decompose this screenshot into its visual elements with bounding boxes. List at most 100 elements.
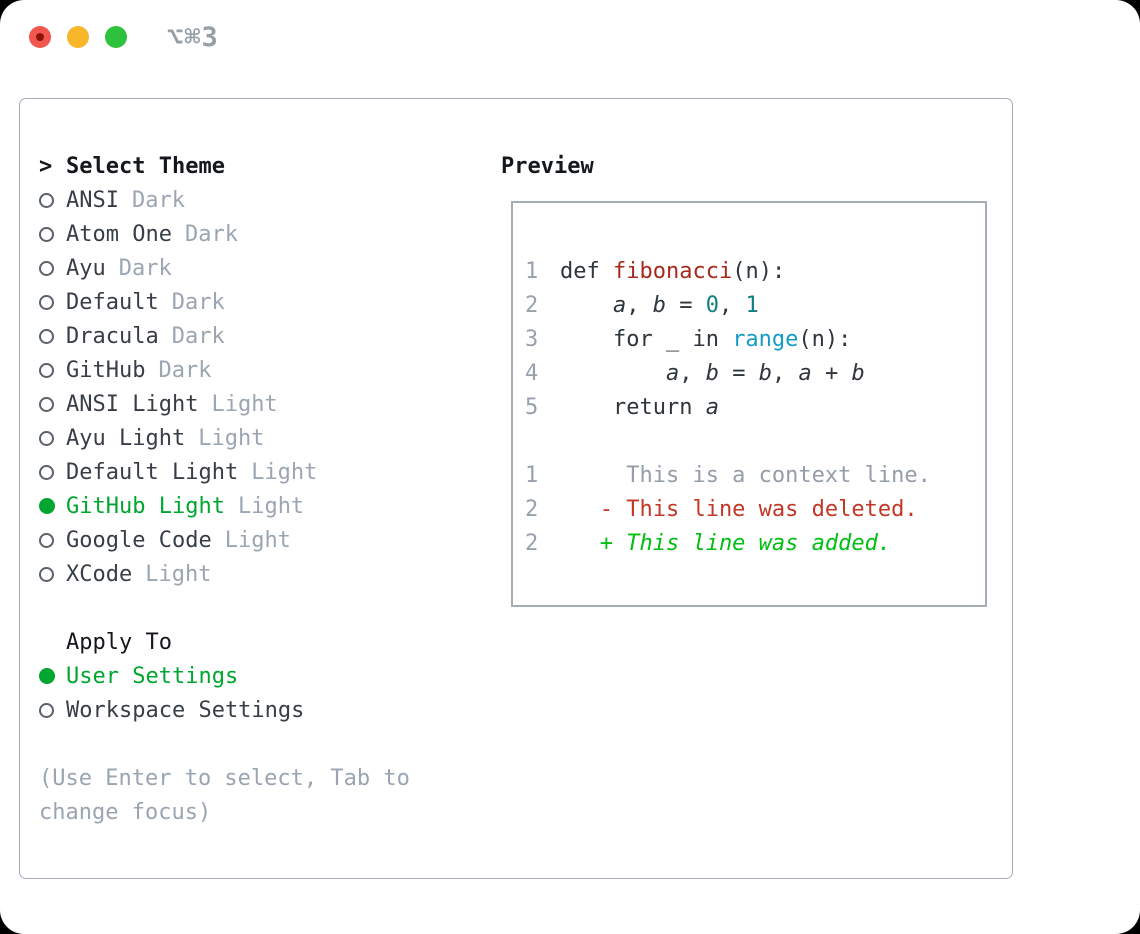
code-segment-var: a [612,292,627,318]
code-segment-plain [560,361,666,386]
radio-icon [39,396,54,412]
zoom-button[interactable] [105,26,127,48]
theme-name: GitHub [66,357,146,383]
radio-icon [39,260,54,276]
code-segment-plain: , [718,292,746,318]
radio-icon [39,192,54,208]
code-segment-num: 0 [705,292,719,318]
theme-variant: Light [145,561,212,587]
code-segment-ctx: This is a context line. [560,462,931,488]
preview-code-line: 3 for _ in range(n): [525,322,985,356]
code-segment-fn: fibonacci [612,258,733,284]
code-segment-call: range [732,326,799,352]
theme-option[interactable]: Default Light Light [39,455,489,489]
theme-picker-panel: > Select Theme ANSI Dark Atom One Dark A… [19,98,1013,879]
close-button[interactable] [29,26,51,48]
code-segment-var: b [758,360,772,386]
preview-code-line: 4 a, b = b, a + b [525,356,985,390]
preview-box: 1 def fibonacci(n): 2 a, b = 0, 1 3 for … [511,201,987,607]
code-segment-plain: (n): [732,258,786,284]
theme-name: Atom One [66,221,172,247]
theme-option[interactable]: Atom One Dark [39,217,489,251]
preview-code-line: 5 return a [525,390,985,424]
theme-option[interactable]: GitHub Light Light [39,489,489,523]
unsaved-dot-icon [36,33,44,41]
theme-variant: Dark [158,357,212,383]
preview-code-line: 2 a, b = 0, 1 [525,288,985,322]
theme-name: ANSI [66,187,119,213]
apply-to-title: Apply To [66,629,172,655]
theme-name: Dracula [66,323,159,349]
radio-icon [39,294,54,310]
code-segment-var: b [652,292,666,318]
spacer [39,727,489,761]
code-text: a, b = 0, 1 [560,293,759,318]
theme-option[interactable]: ANSI Light Light [39,387,489,421]
theme-option[interactable]: XCode Light [39,557,489,591]
radio-icon [39,702,54,718]
apply-to-option[interactable]: User Settings [39,659,489,693]
theme-name: Default [66,289,159,315]
radio-icon [39,532,54,548]
theme-name: Google Code [66,527,212,553]
theme-option[interactable]: Default Dark [39,285,489,319]
code-text: - This line was deleted. [560,497,918,522]
apply-to-label: User Settings [66,663,239,689]
line-number: 3 [525,326,539,352]
preview-code-line: 1 def fibonacci(n): [525,254,985,288]
line-number: 2 [525,530,539,556]
code-segment-del: - This line was deleted. [560,496,918,522]
line-number: 2 [525,292,539,318]
code-segment-var: a [665,360,680,386]
theme-name: Default Light [66,459,239,485]
code-segment-var: b [851,360,865,386]
theme-selector-header-row: > Select Theme [39,149,489,183]
code-segment-plain: for _ in [560,326,733,352]
apply-to-header-row: Apply To [39,625,489,659]
code-segment-var: a [705,394,719,420]
code-text: def fibonacci(n): [560,259,785,284]
theme-option[interactable]: Google Code Light [39,523,489,557]
line-number: 1 [525,462,539,488]
hint-line-2: change focus) [39,799,212,825]
code-segment-plain: def [560,258,613,284]
theme-name: Ayu Light [66,425,186,451]
code-segment-add: + This line was added. [560,530,892,556]
line-number: 4 [525,360,539,386]
apply-to-option[interactable]: Workspace Settings [39,693,489,727]
code-text: return a [560,395,719,420]
theme-name: ANSI Light [66,391,199,417]
code-segment-plain: = [718,360,759,386]
minimize-button[interactable] [67,26,89,48]
code-segment-plain: , [626,292,653,318]
theme-variant: Dark [131,187,185,213]
apply-to-label: Workspace Settings [66,697,305,723]
theme-option[interactable]: GitHub Dark [39,353,489,387]
code-text: + This line was added. [560,531,891,556]
code-segment-plain: , [679,360,706,386]
radio-icon [39,498,55,514]
line-number: 2 [525,496,539,522]
hint-line-1: (Use Enter to select, Tab to [39,765,410,791]
theme-variant: Dark [118,255,172,281]
radio-icon [39,464,54,480]
code-segment-var: a [798,360,812,386]
theme-variant: Light [211,391,278,417]
preview-code-line: 1 This is a context line. [525,458,985,492]
theme-list: ANSI Dark Atom One Dark Ayu Dark Default… [39,183,489,591]
code-text: This is a context line. [560,463,931,488]
radio-icon [39,430,54,446]
line-number: 1 [525,258,539,284]
preview-code-line: 2 - This line was deleted. [525,492,985,526]
theme-option[interactable]: ANSI Dark [39,183,489,217]
code-segment-plain: + [811,360,852,386]
preview-title: Preview [501,153,594,179]
spacer [39,591,489,625]
preview-code-line: 2 + This line was added. [525,526,985,560]
theme-option[interactable]: Ayu Dark [39,251,489,285]
theme-option[interactable]: Dracula Dark [39,319,489,353]
code-segment-plain: = [665,292,706,318]
radio-icon [39,566,54,582]
theme-variant: Dark [171,323,225,349]
theme-option[interactable]: Ayu Light Light [39,421,489,455]
